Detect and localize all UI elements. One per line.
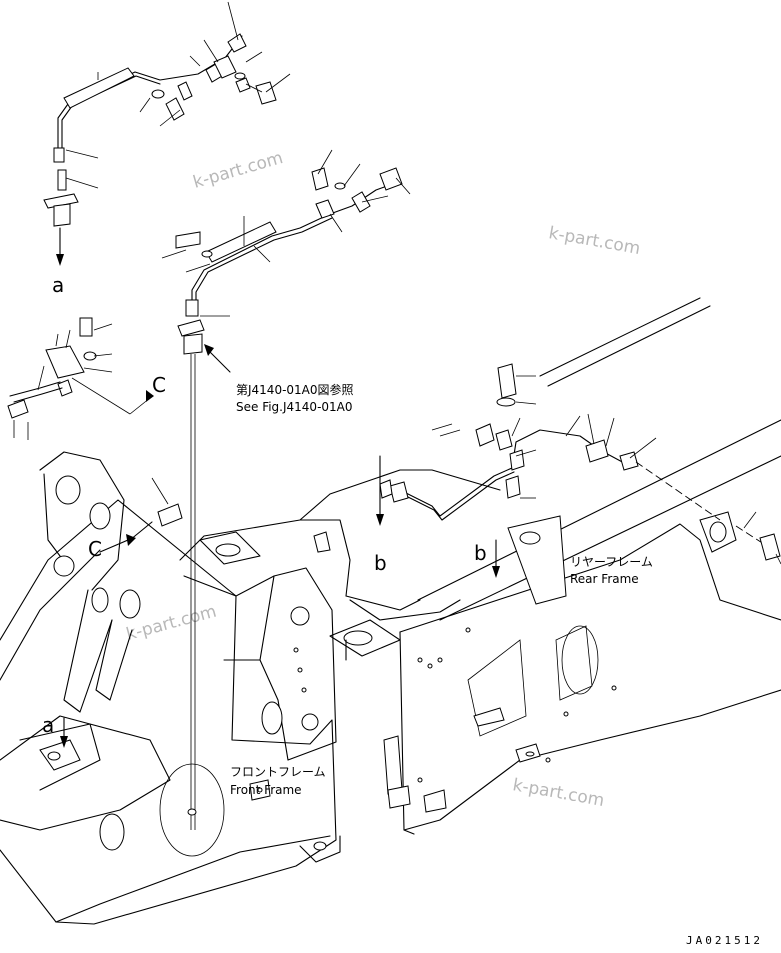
upper-left-hose-assembly [43,1,291,266]
watermark-1: k-part.com [191,148,285,193]
front-frame-label-en: Front Frame [230,783,302,797]
callout-c-lower: C [88,537,102,561]
watermark-2: k-part.com [547,223,642,259]
reference-jp: 第J4140-01A0図参照 [236,382,354,397]
rear-frame [383,297,781,835]
front-frame-label-jp: フロントフレーム [230,765,326,779]
watermarks: k-part.com k-part.com k-part.com k-part.… [124,148,642,811]
reference-en: See Fig.J4140-01A0 [236,400,353,414]
callout-a-top: a [52,273,64,297]
callout-b-upper: b [374,551,387,575]
center-frame-beams [179,469,501,661]
center-link-plate [223,567,337,761]
upper-center-hose-assembly [161,149,411,830]
left-bracket-assembly [7,317,154,440]
watermark-4: k-part.com [511,775,606,811]
right-hose-assembly [129,363,781,565]
front-frame [0,451,341,925]
callout-c-upper: C [152,373,166,397]
callout-a-bottom: a [42,713,54,737]
rear-frame-label-en: Rear Frame [570,572,639,586]
rear-frame-label-jp: リヤーフレーム [570,555,653,569]
callout-b-rear: b [474,541,487,565]
drawing-code: JA021512 [686,934,763,947]
